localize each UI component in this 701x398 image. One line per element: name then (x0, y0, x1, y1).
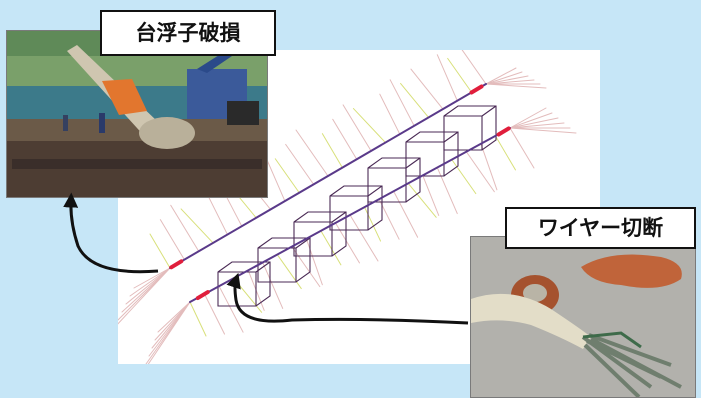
float-damage-label: 台浮子破損 (100, 10, 276, 56)
frame-cell (257, 237, 311, 283)
anchor-line (389, 79, 415, 127)
anchor-line (422, 174, 440, 216)
anchor-line (218, 285, 244, 333)
anchor-line (320, 230, 342, 266)
frame-edge (295, 237, 311, 249)
frame-cell (293, 211, 347, 257)
anchor-line (465, 151, 495, 193)
end-line (509, 117, 559, 129)
anchor-line (447, 57, 473, 93)
cut-wire-photo (470, 236, 696, 398)
end-line (129, 267, 171, 297)
anchor-line (407, 182, 437, 218)
frame-cell (443, 105, 497, 151)
frame-edge (367, 185, 383, 197)
anchor-line (451, 159, 477, 195)
frame-cell (217, 261, 271, 307)
anchor-line (349, 214, 379, 262)
arrow-to-frame (226, 272, 469, 325)
anchor-line (274, 158, 300, 194)
anchor-line (305, 238, 323, 286)
frame-edge (331, 211, 347, 223)
anchor-line (159, 219, 185, 261)
end-line (509, 107, 547, 129)
anchor-line (170, 204, 200, 252)
rope-marker (496, 126, 511, 137)
wire-cut-label: ワイヤー切断 (505, 207, 696, 249)
anchor-line (204, 293, 226, 335)
main-rope-lower (189, 127, 511, 303)
end-line (147, 301, 191, 364)
arrow-to-float-photo (63, 192, 159, 274)
end-line (509, 127, 577, 134)
rope-marker (195, 290, 210, 301)
anchor-line (410, 68, 444, 110)
anchor-line (400, 82, 430, 118)
anchor-line (149, 233, 171, 269)
rope-marker (469, 84, 484, 95)
frame-edge (405, 157, 421, 169)
end-line (157, 301, 191, 333)
frame-edge (481, 105, 497, 117)
anchor-line (461, 50, 487, 85)
anchor-line (342, 104, 372, 152)
anchor-line (379, 93, 401, 135)
end-line (125, 267, 171, 305)
end-line (485, 75, 529, 85)
end-line (133, 267, 171, 289)
frame-cell (367, 157, 421, 203)
end-line (485, 83, 547, 89)
end-line (509, 112, 553, 129)
anchor-line (332, 118, 358, 160)
anchor-line (180, 208, 214, 244)
anchor-line (393, 190, 419, 238)
anchor-line (436, 54, 458, 102)
anchor-line (262, 261, 284, 309)
anchor-line (364, 206, 382, 242)
anchor-line (264, 154, 286, 202)
anchor-line (494, 135, 516, 171)
anchor-line (206, 194, 228, 236)
end-line (485, 71, 523, 85)
frame-cell (405, 131, 459, 177)
net-structure-drawing (118, 50, 577, 364)
anchor-line (295, 129, 329, 177)
rope-marker (169, 259, 184, 270)
anchor-line (189, 301, 207, 337)
anchor-line (480, 143, 498, 191)
end-line (485, 67, 517, 85)
anchor-line (276, 254, 302, 290)
end-line (118, 267, 171, 325)
anchor-line (436, 167, 458, 215)
anchor-line (285, 143, 315, 185)
anchor-line (321, 133, 343, 169)
end-line (509, 122, 565, 129)
frame-cell (329, 185, 383, 231)
anchor-line (509, 127, 535, 169)
frame-edge (443, 131, 459, 143)
anchor-line (352, 108, 386, 144)
end-line (485, 79, 535, 85)
main-rope-upper (169, 83, 487, 269)
